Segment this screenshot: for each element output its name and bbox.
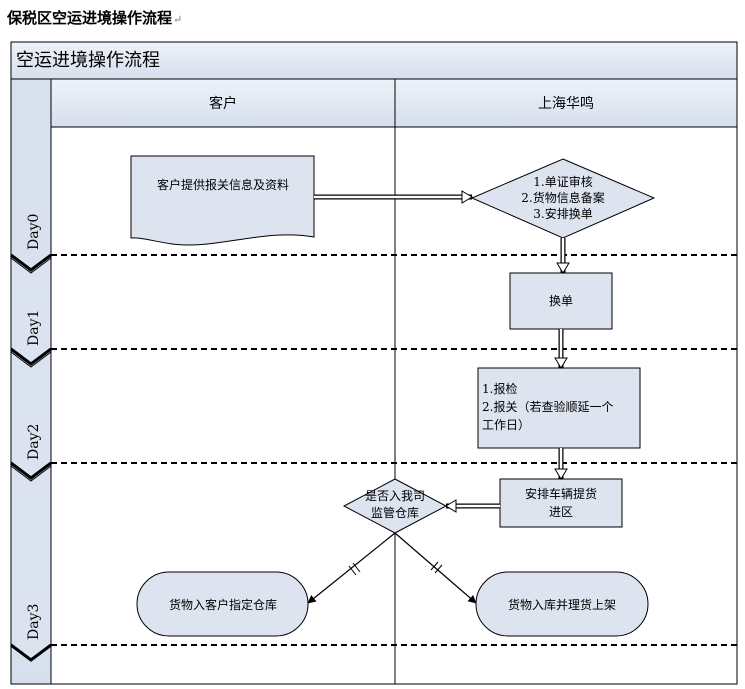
node-declare-line-1: 1.报检	[482, 381, 517, 396]
diagram-title-bar	[10, 41, 738, 80]
paragraph-mark: ↵	[173, 13, 183, 26]
node-exchange-label: 换单	[549, 294, 573, 308]
document-title: 保税区空运进境操作流程↵	[7, 9, 183, 27]
connector-declare-to-delivery	[554, 448, 568, 480]
connector-exchange-to-declare	[554, 329, 568, 369]
node-delivery-line-2: 进区	[549, 505, 573, 519]
connector-delivery-to-decision	[445, 499, 500, 513]
node-customer-documents	[130, 155, 315, 246]
connector-decision-to-our-warehouse	[394, 532, 477, 604]
node-review-line-1: 1.单证审核	[533, 174, 592, 189]
lane-label-huaming: 上海华鸣	[538, 95, 594, 112]
lane-header-huaming	[394, 78, 738, 128]
node-review-line-3: 3.安排换单	[533, 206, 592, 221]
node-delivery	[499, 478, 623, 528]
diagram-title: 空运进境操作流程	[16, 50, 160, 71]
node-exchange	[509, 272, 613, 330]
node-customer-warehouse	[136, 571, 309, 637]
node-customer-warehouse-label: 货物入客户指定仓库	[169, 597, 277, 612]
day-label-0: Day0	[26, 214, 42, 250]
connector-docs-to-review	[314, 190, 473, 204]
node-review-line-2: 2.货物信息备案	[521, 190, 604, 205]
day-label-1: Day1	[26, 310, 42, 346]
day-chevron-1	[10, 347, 52, 366]
node-warehouse-decision-line-1: 是否入我司	[365, 489, 425, 503]
node-declare	[477, 367, 641, 449]
day-chevron-3	[10, 643, 52, 662]
day-label-3: Day3	[26, 604, 42, 640]
connector-decision-to-customer-warehouse	[307, 532, 396, 604]
node-delivery-line-1: 安排车辆提货	[525, 486, 597, 501]
lane-label-customer: 客户	[209, 95, 237, 112]
day-label-2: Day2	[26, 424, 42, 460]
node-declare-line-2: 2.报关（若查验顺延一个	[482, 399, 613, 414]
node-warehouse-decision-line-2: 监管仓库	[371, 505, 419, 520]
day-chevron-2	[10, 461, 52, 480]
node-declare-line-3: 工作日）	[482, 418, 530, 432]
node-customer-documents-label: 客户提供报关信息及资料	[157, 177, 289, 192]
day-chevron-0	[10, 253, 52, 272]
node-our-warehouse	[475, 571, 649, 637]
connector-review-to-exchange	[556, 238, 570, 274]
node-our-warehouse-label: 货物入库并理货上架	[508, 597, 616, 612]
